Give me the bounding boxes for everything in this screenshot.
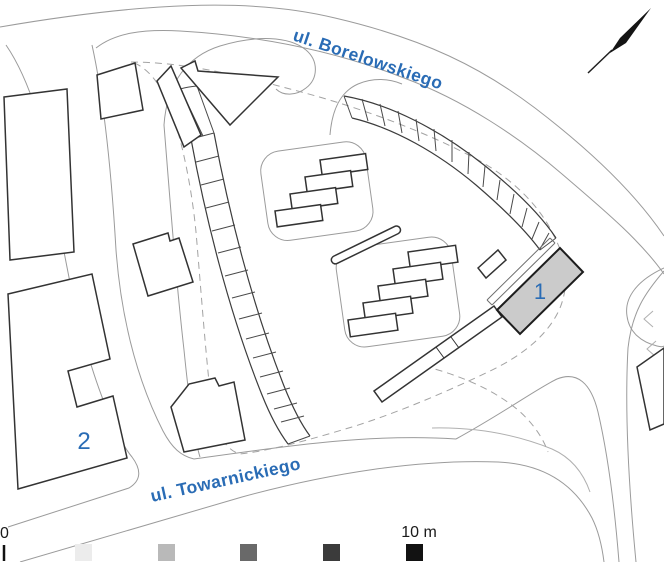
scale-zero-label: 0 bbox=[0, 525, 9, 542]
strip-west-right-rail bbox=[213, 132, 311, 437]
garage-strip-east bbox=[343, 95, 557, 251]
building-east-partial bbox=[636, 347, 664, 432]
building-small-north bbox=[96, 62, 144, 120]
road-top-upper-edge bbox=[0, 4, 664, 237]
boundary-loop bbox=[130, 61, 567, 455]
building-1-outline bbox=[495, 246, 585, 336]
building-small-annex bbox=[476, 248, 508, 280]
road-east-west-edge bbox=[455, 376, 620, 562]
scale-square bbox=[240, 544, 257, 561]
strip-east-head-arc bbox=[329, 79, 403, 136]
scale-max-label: 10 m bbox=[401, 524, 437, 541]
terrace-enclosures bbox=[260, 141, 461, 348]
terrace-outline-a bbox=[260, 141, 374, 241]
scale-square bbox=[75, 544, 92, 561]
road-east-east-edge bbox=[626, 270, 664, 562]
building-1-label: 1 bbox=[534, 279, 546, 304]
building-triangle bbox=[179, 59, 280, 127]
terrace-group-a bbox=[274, 152, 369, 228]
north-arrow-icon bbox=[587, 8, 651, 74]
scale-bar: 0 10 m bbox=[0, 524, 437, 561]
building-1-balcony-band bbox=[486, 237, 556, 306]
road-bottom-lower-edge bbox=[19, 461, 605, 562]
north-arrow-tail bbox=[587, 49, 613, 74]
building-long-bar bbox=[372, 304, 504, 404]
road-top-lower-edge bbox=[95, 30, 664, 275]
strip-west-left-rail bbox=[190, 138, 289, 445]
boundary-spur bbox=[423, 365, 549, 453]
building-northwest-block bbox=[3, 88, 75, 261]
scale-square bbox=[406, 544, 423, 561]
building-south-west bbox=[170, 377, 246, 453]
building-2-outline bbox=[7, 273, 128, 490]
scale-square bbox=[158, 544, 175, 561]
strip-east-lower-rail bbox=[351, 117, 541, 251]
north-arrow-head bbox=[610, 8, 651, 53]
strip-east-upper-rail bbox=[343, 95, 557, 239]
buildings bbox=[3, 59, 664, 490]
thin-wall-segment bbox=[330, 225, 402, 265]
green-blob-outline bbox=[626, 267, 664, 348]
terrace-b-house bbox=[347, 312, 399, 338]
building-1 bbox=[486, 237, 585, 336]
road-bottom-upper-edge bbox=[193, 437, 457, 460]
road-junction-arc bbox=[431, 427, 591, 493]
chevron-marks bbox=[643, 310, 657, 358]
building-trapezoid bbox=[156, 64, 202, 149]
building-notched-west bbox=[132, 232, 194, 297]
terrace-a-house bbox=[274, 203, 324, 228]
building-2-label: 2 bbox=[77, 428, 90, 455]
street-label-borelowskiego: ul. Borelowskiego bbox=[291, 25, 446, 94]
site-boundary-dashed bbox=[130, 61, 567, 455]
street-label-towarnickiego: ul. Towarnickiego bbox=[149, 453, 303, 506]
terrace-group-b bbox=[347, 244, 459, 338]
terrace-outline-b bbox=[335, 236, 461, 348]
scale-square bbox=[323, 544, 340, 561]
strip-east-rungs bbox=[343, 95, 557, 251]
long-bar-dividers bbox=[435, 336, 460, 359]
